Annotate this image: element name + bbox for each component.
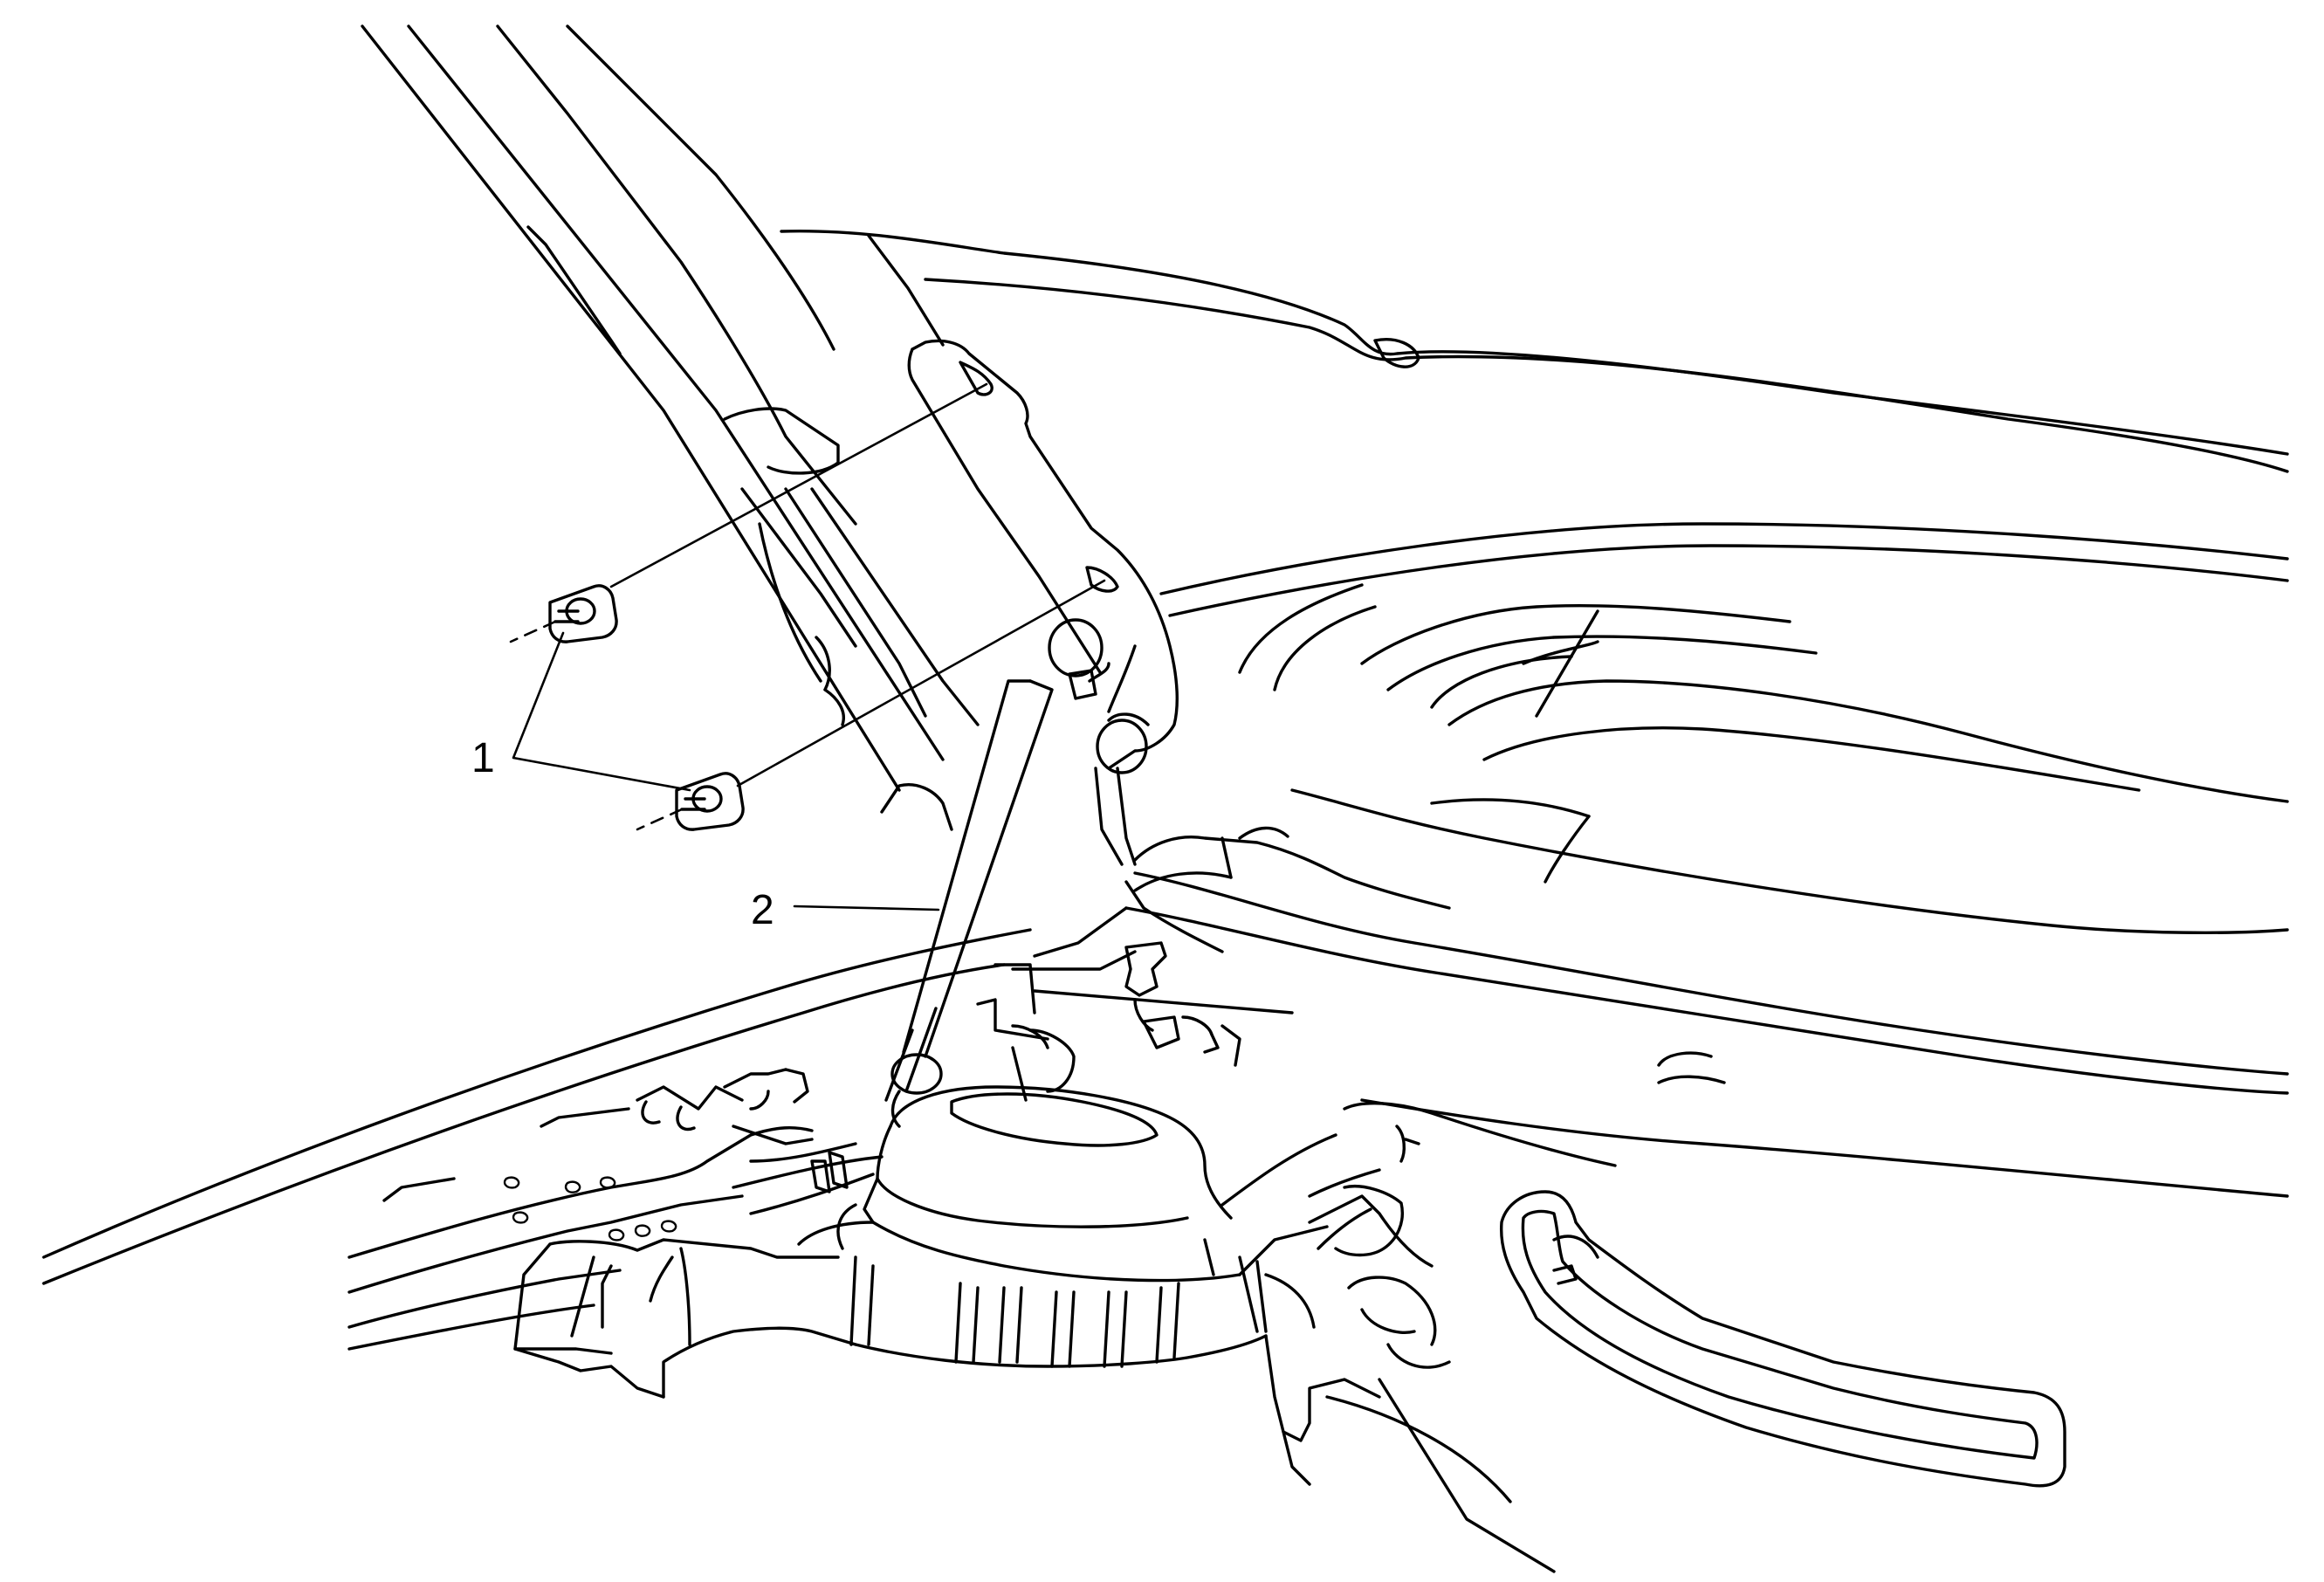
lower-housing [513, 1238, 1381, 1486]
hood-panel [780, 229, 2289, 1198]
hinge-stud-hole-top [959, 361, 994, 396]
right-support [1308, 1102, 2066, 1573]
nut-upper [509, 584, 618, 643]
strut-mount-ring [950, 1092, 1159, 1147]
coolant-hose [1499, 1190, 2066, 1488]
fender-apron [42, 928, 1032, 1351]
strut-mount [797, 1085, 1381, 1283]
callout-1-leaders [512, 382, 1106, 792]
hood-strut [884, 679, 1054, 1128]
callout-2-leader [793, 904, 940, 911]
hinge-stud-hole-lower [1085, 566, 1119, 593]
crossmember [976, 826, 1451, 1102]
body-rails [361, 24, 980, 831]
nut-lower [636, 772, 745, 831]
callout-label-2: 2 [751, 887, 774, 933]
callout-label-1: 1 [471, 735, 495, 781]
hood-hinge-bracket [907, 339, 1179, 866]
hood-hole [1373, 338, 1420, 368]
